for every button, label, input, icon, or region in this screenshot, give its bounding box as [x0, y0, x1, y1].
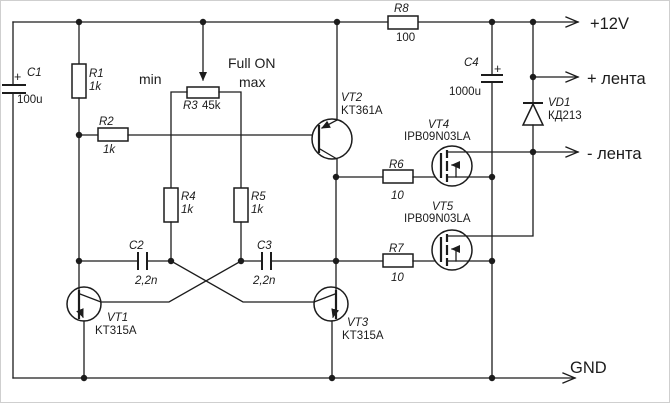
vt2-ref: VT2	[341, 92, 363, 104]
r4-ref: R4	[181, 191, 196, 203]
resistor-r5: R5 1k	[233, 187, 266, 262]
c3-value: 2,2n	[252, 275, 275, 287]
c1-ref: C1	[27, 67, 42, 79]
c4-value: 1000u	[449, 86, 481, 98]
r2-value: 1k	[103, 144, 116, 156]
c4-polarity: +	[494, 62, 501, 76]
transistor-vt1: VT1 KT315A	[66, 260, 137, 379]
r6-ref: R6	[389, 159, 404, 171]
resistor-r4: R4 1k	[163, 187, 196, 262]
mosfet-vt4: VT4 IPB09N03LA	[404, 119, 580, 187]
gnd-terminal: GND	[570, 359, 607, 377]
vcc-terminal: +12V	[590, 15, 629, 33]
vt5-value: IPB09N03LA	[404, 213, 471, 225]
ground-rail	[12, 372, 577, 384]
r5-ref: R5	[251, 191, 266, 203]
vcc-label: +12V	[590, 15, 629, 33]
vd1-ref: VD1	[548, 97, 570, 109]
r7-ref: R7	[389, 243, 404, 255]
c1-polarity: +	[14, 70, 21, 84]
c2-value: 2,2n	[134, 275, 157, 287]
vt1-ref: VT1	[107, 312, 128, 324]
resistor-r6: R6 10	[335, 159, 442, 202]
capacitor-c1: + C1 100u	[2, 67, 43, 106]
vt2-value: KT361A	[341, 105, 383, 117]
strip-plus-label: + лента	[587, 70, 647, 88]
c2-ref: C2	[129, 240, 144, 252]
c3-ref: C3	[257, 240, 272, 252]
junction-dots	[75, 18, 537, 382]
pot-min-label: min	[139, 71, 162, 87]
diode-vd1: VD1 КД213	[521, 21, 582, 153]
r1-ref: R1	[89, 68, 104, 80]
resistor-r7: R7 10	[335, 243, 442, 284]
resistor-r2: R2 1k	[78, 116, 320, 156]
r1-value: 1k	[89, 81, 102, 93]
vt1-value: KT315A	[95, 325, 137, 337]
r4-value: 1k	[181, 204, 194, 216]
gnd-label: GND	[570, 359, 607, 377]
transistor-vt2: VT2 KT361A	[311, 21, 383, 178]
vt4-value: IPB09N03LA	[404, 131, 471, 143]
r2-ref: R2	[99, 116, 114, 128]
vd1-value: КД213	[548, 110, 582, 122]
pot-full-on-label: Full ON	[228, 55, 275, 71]
capacitor-c4: + C4 1000u	[449, 21, 503, 379]
vt3-ref: VT3	[347, 317, 369, 329]
capacitor-c2: C2 2,2n	[129, 240, 157, 287]
potentiometer-r3: R3 45k min Full ON max	[139, 21, 275, 189]
r8-ref: R8	[394, 3, 409, 15]
r8-value: 100	[396, 32, 415, 44]
coupling-wires	[78, 134, 337, 303]
vt3-value: KT315A	[342, 330, 384, 342]
strip-minus-terminal: - лента	[587, 145, 642, 163]
resistor-r1: R1 1k	[71, 21, 104, 136]
resistor-r8: R8 100	[387, 3, 419, 44]
mosfet-vt5: VT5 IPB09N03LA	[404, 151, 534, 271]
strip-plus-terminal: + лента	[532, 70, 647, 88]
r3-value: 45k	[202, 100, 221, 112]
transistor-vt3: VT3 KT315A	[313, 176, 384, 379]
r5-value: 1k	[251, 204, 264, 216]
r3-ref: R3	[183, 100, 198, 112]
c1-value: 100u	[17, 94, 43, 106]
r7-value: 10	[391, 272, 404, 284]
pot-max-label: max	[239, 74, 265, 90]
r6-value: 10	[391, 190, 404, 202]
vt5-ref: VT5	[432, 201, 454, 213]
c4-ref: C4	[464, 57, 479, 69]
capacitor-c3: C3 2,2n	[252, 240, 275, 287]
vt4-ref: VT4	[428, 119, 449, 131]
strip-minus-label: - лента	[587, 145, 642, 163]
